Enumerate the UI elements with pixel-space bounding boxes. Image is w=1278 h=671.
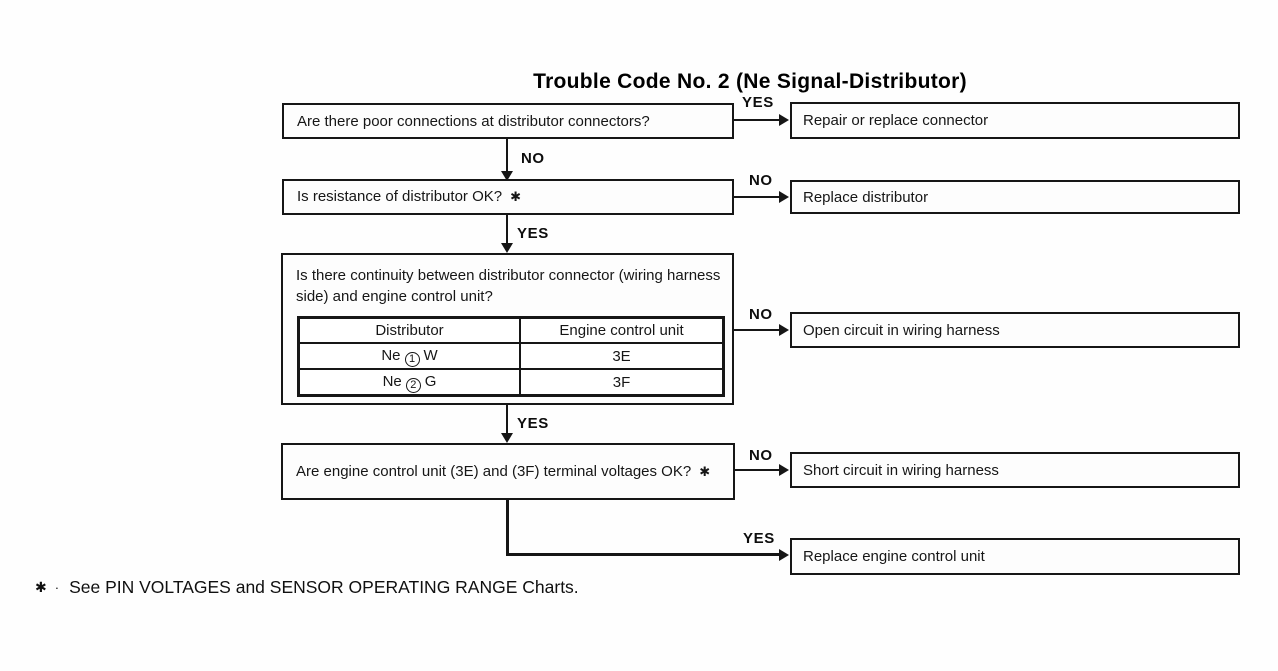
ecu-terminal-cell: 3E <box>519 342 725 370</box>
action-text: Open circuit in wiring harness <box>803 321 1000 339</box>
connector-line <box>506 500 509 556</box>
branch-label-no: NO <box>749 172 773 189</box>
arrow-down-icon <box>501 433 513 443</box>
branch-label-yes: YES <box>742 94 774 111</box>
table-header-ecu: Engine control unit <box>519 316 725 344</box>
action-box-repair-connector: Repair or replace connector <box>790 102 1240 139</box>
branch-label-no: NO <box>521 150 545 167</box>
table-header-distributor: Distributor <box>297 316 521 344</box>
arrow-right-icon <box>779 464 789 476</box>
action-text: Repair or replace connector <box>803 112 989 129</box>
footnote-star-icon: ✱ <box>35 579 47 596</box>
action-box-replace-ecu: Replace engine control unit <box>790 538 1240 575</box>
connector-line <box>735 469 780 471</box>
branch-label-no: NO <box>749 306 773 323</box>
action-text: Short circuit in wiring harness <box>803 461 999 479</box>
action-box-replace-distributor: Replace distributor <box>790 180 1240 214</box>
arrow-right-icon <box>779 191 789 203</box>
action-text: Replace engine control unit <box>803 548 985 565</box>
question-box-poor-connections: Are there poor connections at distributo… <box>282 103 734 139</box>
table-header-row: Distributor Engine control unit <box>297 316 725 344</box>
question-text: Is resistance of distributor OK? <box>297 188 503 205</box>
connector-line <box>734 329 780 331</box>
footnote-separator: · <box>54 580 60 595</box>
circled-number-icon: 2 <box>405 378 421 393</box>
connector-line <box>506 405 508 434</box>
action-box-open-circuit: Open circuit in wiring harness <box>790 312 1240 348</box>
footnote-star-icon: ✱ <box>510 190 521 205</box>
footnote: ✱ · See PIN VOLTAGES and SENSOR OPERATIN… <box>35 577 579 598</box>
connector-line <box>506 139 508 172</box>
page-title: Trouble Code No. 2 (Ne Signal-Distributo… <box>533 70 967 93</box>
footnote-text: See PIN VOLTAGES and SENSOR OPERATING RA… <box>69 577 579 597</box>
connector-line <box>506 215 508 244</box>
arrow-right-icon <box>779 549 789 561</box>
connector-line <box>734 196 780 198</box>
action-box-short-circuit: Short circuit in wiring harness <box>790 452 1240 488</box>
arrow-right-icon <box>779 324 789 336</box>
arrow-down-icon <box>501 171 513 181</box>
branch-label-yes: YES <box>517 225 549 242</box>
question-box-resistance: Is resistance of distributor OK? ✱ <box>282 179 734 215</box>
arrow-down-icon <box>501 243 513 253</box>
footnote-star-icon: ✱ <box>699 464 711 480</box>
arrow-right-icon <box>779 114 789 126</box>
branch-label-yes: YES <box>743 530 775 547</box>
question-box-terminal-voltages: Are engine control unit (3E) and (3F) te… <box>281 443 735 500</box>
connector-line <box>734 119 780 121</box>
ecu-terminal-cell: 3F <box>519 368 725 397</box>
action-text: Replace distributor <box>803 188 929 206</box>
branch-label-yes: YES <box>517 415 549 432</box>
question-text: Are engine control unit (3E) and (3F) te… <box>296 462 692 480</box>
circled-number-icon: 1 <box>404 352 420 367</box>
question-text: Is there continuity between distributor … <box>296 267 721 305</box>
question-text: Are there poor connections at distributo… <box>297 112 650 130</box>
question-box-continuity: Is there continuity between distributor … <box>281 253 734 405</box>
branch-label-no: NO <box>749 447 773 464</box>
connector-line <box>506 553 780 556</box>
